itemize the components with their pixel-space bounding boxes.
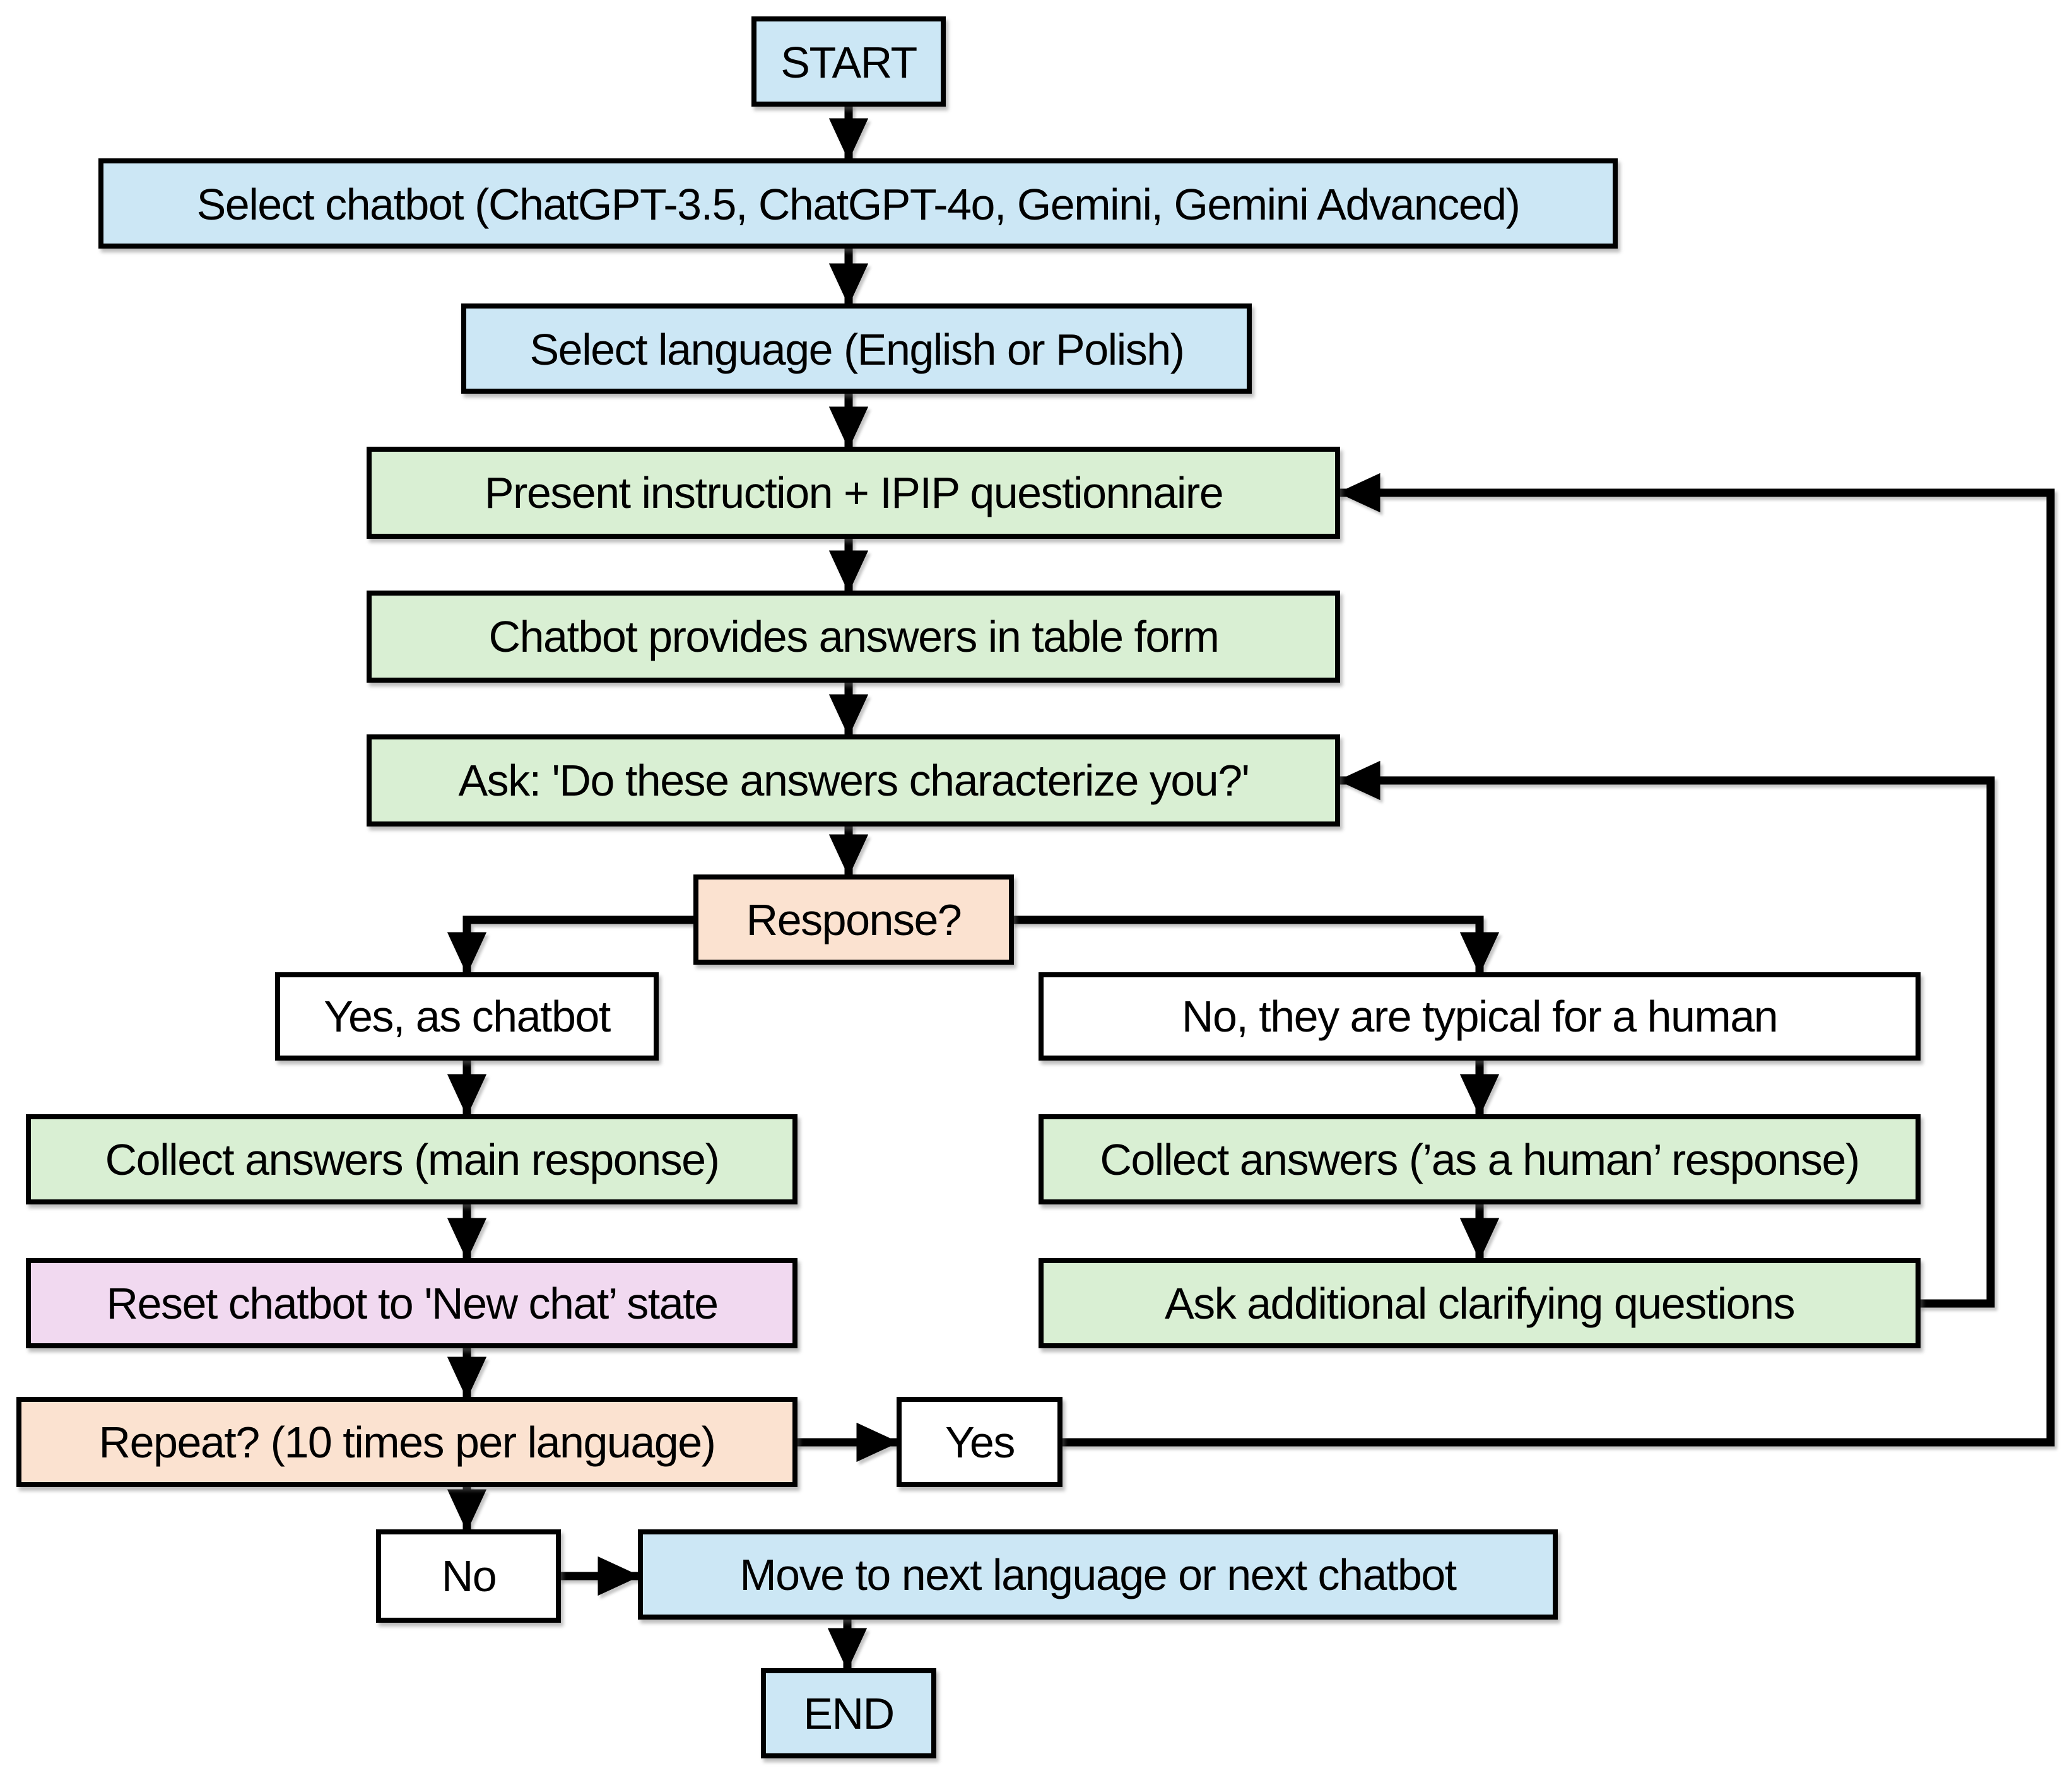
node-start-box — [751, 16, 946, 107]
node-collect-main: Collect answers (main response) — [26, 1114, 798, 1204]
node-ask-clarifying: Ask additional clarifying questions — [1039, 1258, 1921, 1348]
node-present-questionnaire-label: Present instruction + IPIP questionnaire — [485, 468, 1223, 517]
node-end-box — [761, 1668, 936, 1758]
node-present-questionnaire: Present instruction + IPIP questionnaire — [367, 447, 1340, 539]
node-select-language-label: Select language (English or Polish) — [529, 325, 1184, 374]
node-repeat-question-label: Repeat? (10 times per language) — [99, 1418, 715, 1467]
node-present-questionnaire-box — [367, 447, 1340, 539]
node-collect-human-label: Collect answers (’as a human’ response) — [1100, 1135, 1859, 1184]
node-select-chatbot-label: Select chatbot (ChatGPT-3.5, ChatGPT-4o,… — [197, 180, 1520, 229]
node-move-next-label: Move to next language or next chatbot — [739, 1550, 1456, 1599]
node-response-box — [693, 874, 1014, 965]
node-chatbot-answers-label: Chatbot provides answers in table form — [489, 612, 1219, 661]
node-no-typical-human-box — [1039, 972, 1921, 1061]
node-no-label: No — [442, 1551, 496, 1601]
node-response-label: Response? — [746, 895, 962, 944]
node-reset-chatbot: Reset chatbot to 'New chat’ state — [26, 1258, 798, 1348]
node-reset-chatbot-label: Reset chatbot to 'New chat’ state — [106, 1279, 717, 1328]
node-no-typical-human-label: No, they are typical for a human — [1182, 992, 1777, 1041]
node-move-next: Move to next language or next chatbot — [638, 1529, 1558, 1620]
node-select-language-box — [461, 303, 1252, 394]
edge-clarifying-loop-to-ask — [1337, 760, 1995, 1308]
node-repeat-question-box — [16, 1397, 798, 1487]
edge-yes-loop-to-present — [1060, 473, 2055, 1447]
node-chatbot-answers: Chatbot provides answers in table form — [367, 591, 1340, 683]
node-no-box — [376, 1529, 561, 1623]
node-ask-characterize: Ask: 'Do these answers characterize you?… — [367, 734, 1340, 827]
node-repeat-question: Repeat? (10 times per language) — [16, 1397, 798, 1487]
node-yes: Yes — [897, 1397, 1062, 1487]
node-yes-label: Yes — [945, 1418, 1015, 1467]
node-collect-human-box — [1039, 1114, 1921, 1204]
node-yes-box — [897, 1397, 1062, 1487]
node-yes-as-chatbot-box — [275, 972, 659, 1061]
node-reset-chatbot-box — [26, 1258, 798, 1348]
node-no: No — [376, 1529, 561, 1623]
node-collect-human: Collect answers (’as a human’ response) — [1039, 1114, 1921, 1204]
edge-response-to-no-typical-human — [1011, 915, 1500, 975]
node-ask-characterize-box — [367, 734, 1340, 827]
node-select-language: Select language (English or Polish) — [461, 303, 1252, 394]
node-end: END — [761, 1668, 936, 1758]
node-no-typical-human: No, they are typical for a human — [1039, 972, 1921, 1061]
node-ask-characterize-label: Ask: 'Do these answers characterize you?… — [458, 756, 1249, 805]
node-start: START — [751, 16, 946, 107]
node-select-chatbot-box — [98, 158, 1618, 249]
node-ask-clarifying-box — [1039, 1258, 1921, 1348]
node-yes-as-chatbot-label: Yes, as chatbot — [324, 992, 611, 1041]
node-end-label: END — [803, 1689, 893, 1738]
node-collect-main-box — [26, 1114, 798, 1204]
node-response: Response? — [693, 874, 1014, 965]
node-yes-as-chatbot: Yes, as chatbot — [275, 972, 659, 1061]
node-ask-clarifying-label: Ask additional clarifying questions — [1165, 1279, 1794, 1328]
edge-response-to-yes-as-chatbot — [447, 915, 696, 975]
node-chatbot-answers-box — [367, 591, 1340, 683]
node-collect-main-label: Collect answers (main response) — [105, 1135, 719, 1184]
node-start-label: START — [780, 38, 917, 87]
node-move-next-box — [638, 1529, 1558, 1620]
node-select-chatbot: Select chatbot (ChatGPT-3.5, ChatGPT-4o,… — [98, 158, 1618, 249]
